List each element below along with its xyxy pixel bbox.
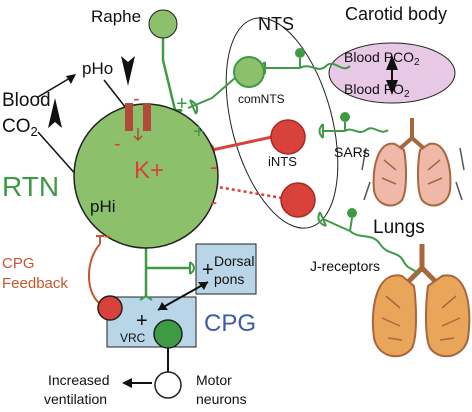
raphe-neuron [148,9,178,39]
ints-label: iNTS [268,154,297,169]
lower-nts-axon [211,184,283,200]
blood-label: Blood [2,90,51,111]
comnts-synapse [189,99,199,115]
co2-up-arrow-icon [48,98,62,128]
rtn-channel-left [125,103,133,131]
pho-to-channel-arrow [103,79,127,109]
carotid-body-label: Carotid body [345,4,447,24]
sign-feedback-minus: - [104,225,111,247]
increased-ventilation-label-line2: ventilation [44,391,107,407]
comnts-label: comNTS [238,92,285,106]
motor-neurons-label-line2: neurons [196,391,247,407]
increased-ventilation-label-line1: Increased [48,372,109,388]
sign-dorsal-pons-plus: + [202,259,214,281]
cpg-feedback-path [87,243,103,306]
dorsal-pons-label-line2: pons [214,271,244,287]
sars-label: SARs [334,144,370,160]
rtn-label: RTN [2,171,59,202]
cpg-feedback-label-line1: CPG [2,255,35,272]
pho-down-arrow-icon [121,56,135,86]
carotid-down-arrow-icon [386,80,398,95]
ints-neuron [270,119,306,155]
raphe-label: Raphe [91,7,141,26]
rtn-channel-right [143,103,151,131]
pons-vrc-arrow [157,281,209,311]
carotid-up-arrow-icon [386,55,398,70]
co2-to-pho-arrow [37,77,71,98]
sign-comnts-plus: + [193,121,205,143]
dorsal-pons-label-line1: Dorsal [214,253,254,269]
sign-channel-minus: - [133,88,140,110]
blood-pco2-label: Blood PCO2 [344,49,420,68]
carotid-afferent [265,58,301,69]
rtn-output-axon [144,245,190,296]
sign-raphe-plus: + [176,93,188,115]
sign-k-minus: - [114,133,121,155]
lower-nts-neuron [280,182,316,218]
pho-label: pHo [82,59,113,78]
upper-lungs-image [361,118,465,207]
co2-label: CO2 [2,116,38,139]
nts-label: NTS [258,14,294,34]
j-receptor-soma [347,208,357,218]
phi-label: pHi [90,197,116,216]
vrc-neuron [153,319,183,349]
k-plus-label: K+ [134,157,164,184]
carotid-afferent-soma [295,48,305,58]
sars-afferent-soma [340,112,350,122]
j-receptors-label: J-receptors [310,258,380,274]
sign-lower-nts-minus: - [210,189,217,214]
cpg-feedback-label-line2: Feedback [2,275,68,292]
motor-neuron [154,371,182,399]
cpg-label: CPG [204,310,256,337]
cpg-red-neuron [97,295,123,321]
ints-axon [211,135,273,152]
lungs-label: Lungs [373,217,425,238]
sign-ints-minus: - [210,154,217,179]
sign-vrc-plus: + [136,310,148,332]
vrc-label: VRC [120,331,146,345]
blood-po2-label: Blood PO2 [344,81,410,100]
raphe-axon [161,38,177,111]
comnts-neuron [233,56,265,88]
motor-neurons-label-line1: Motor [196,372,232,388]
nts-boundary [225,17,339,229]
j-receptor-afferent [322,218,351,232]
lower-lungs-image [371,244,471,358]
